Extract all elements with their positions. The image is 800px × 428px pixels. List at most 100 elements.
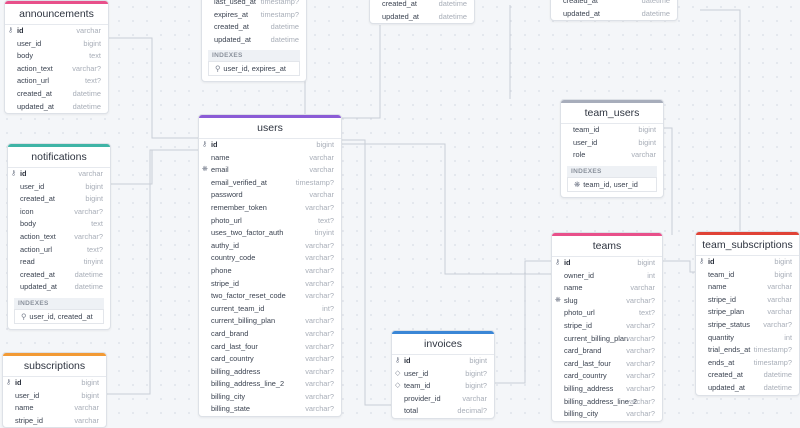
- table-header[interactable]: announcements: [5, 1, 108, 25]
- table-header[interactable]: subscriptions: [3, 353, 106, 377]
- table-header[interactable]: teams: [552, 233, 662, 257]
- table-header[interactable]: notifications: [8, 144, 110, 168]
- table-header[interactable]: team_users: [561, 100, 663, 124]
- table-header[interactable]: team_subscriptions: [696, 232, 799, 256]
- table-header[interactable]: users: [199, 115, 341, 139]
